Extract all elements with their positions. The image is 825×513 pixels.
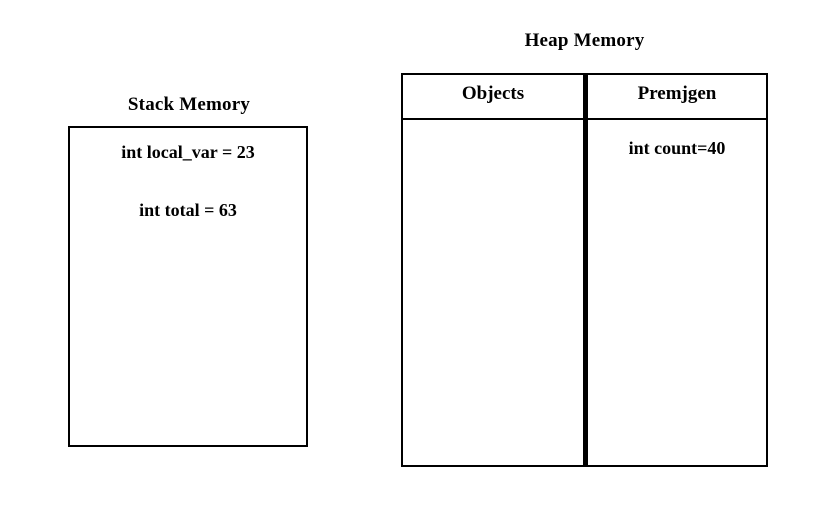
heap-column-objects: Objects: [403, 75, 583, 465]
heap-column-body-permgen: int count=40: [588, 120, 766, 465]
heap-column-header-permgen: Premjgen: [637, 83, 717, 104]
heap-memory-table: Objects Premjgen int count=40: [401, 73, 768, 467]
heap-column-permgen: Premjgen int count=40: [588, 75, 766, 465]
heap-entry-count: int count=40: [628, 138, 726, 158]
stack-entry-local-var: int local_var = 23: [121, 142, 255, 162]
heap-column-body-objects: [403, 120, 583, 465]
heap-column-header-objects: Objects: [461, 83, 525, 104]
heap-column-divider: [583, 75, 588, 465]
heap-memory-title: Heap Memory: [524, 30, 645, 51]
stack-memory-title: Stack Memory: [127, 94, 251, 115]
stack-memory-box: int local_var = 23 int total = 63: [68, 126, 308, 447]
stack-entry-total: int total = 63: [139, 200, 237, 220]
